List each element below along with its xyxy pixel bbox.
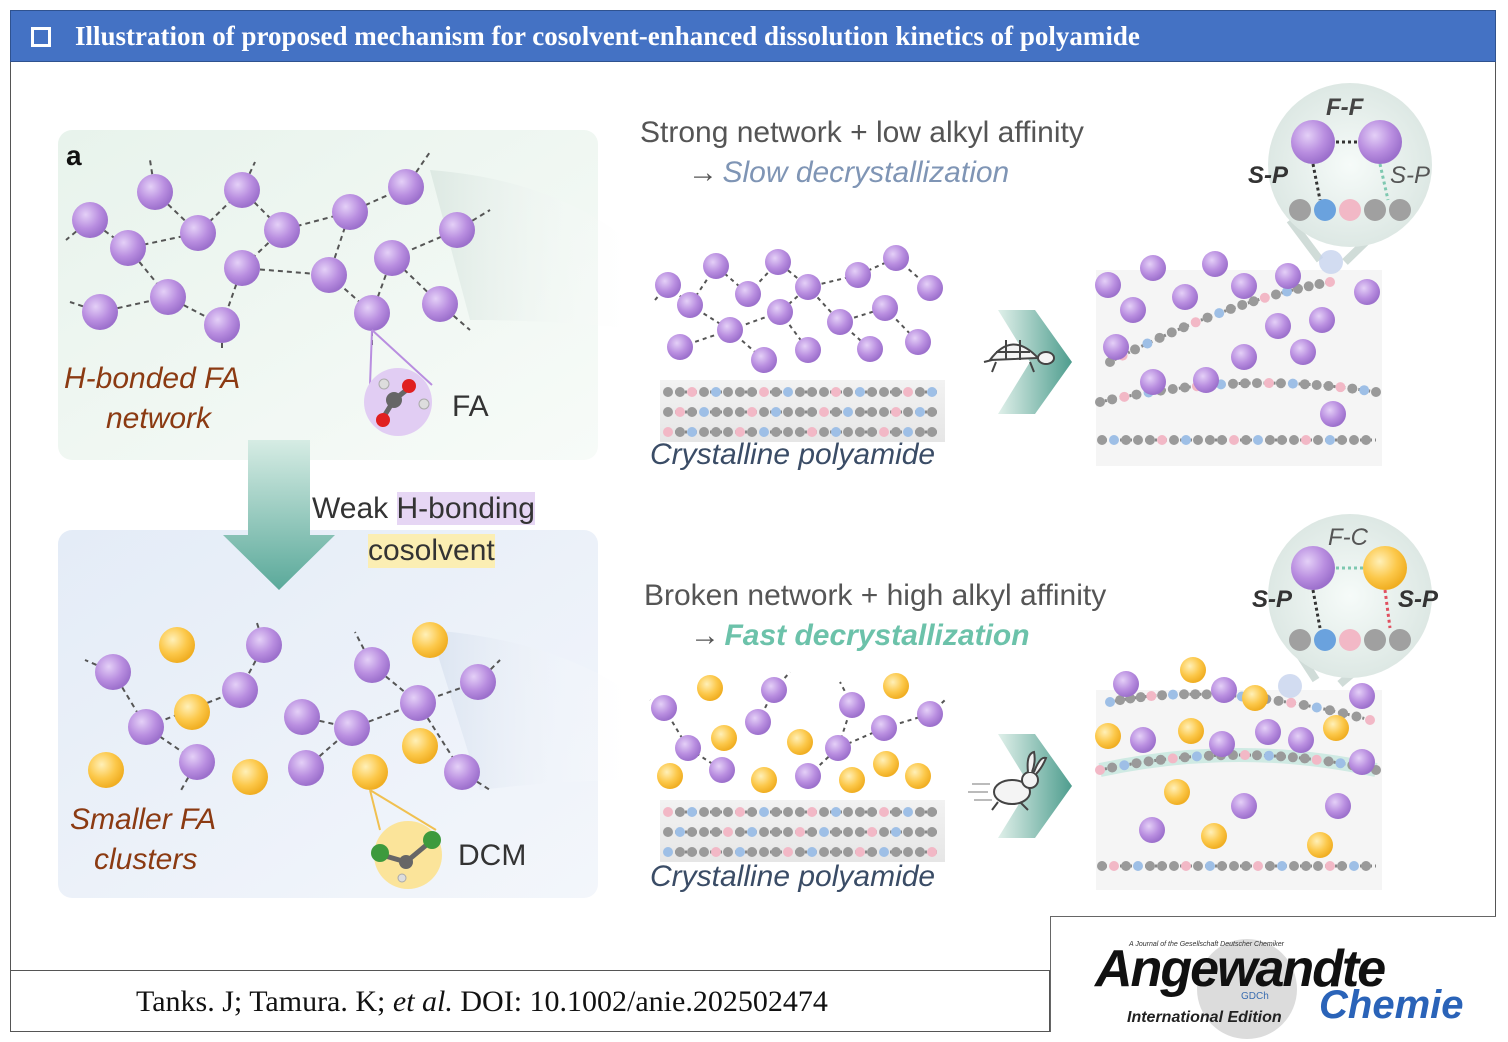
right-top-fa-molecules: [1095, 251, 1380, 427]
crystalline-label-bottom: Crystalline polyamide: [650, 860, 936, 893]
logo-seal: [1197, 939, 1297, 1039]
crystalline-label-top: Crystalline polyamide: [650, 438, 936, 471]
citation-doi: DOI: 10.1002/anie.202502474: [460, 985, 828, 1018]
inset-bottom-fc-label: F-C: [1328, 524, 1368, 551]
bottom-dcm-molecules: [88, 622, 448, 795]
top-fa-molecules: [72, 169, 475, 343]
inset-top-sp-left: S-P: [1248, 162, 1289, 189]
fa-label: FA: [452, 390, 489, 423]
bottom-network-label-line2: clusters: [94, 843, 198, 876]
logo-chemie: Chemie: [1319, 983, 1464, 1027]
top-heading: Strong network + low alkyl affinity: [640, 116, 1084, 149]
logo-journal-note: A Journal of the Gesellschaft Deutscher …: [1129, 941, 1284, 948]
inset-top-content: [1289, 120, 1411, 221]
title-bar: Illustration of proposed mechanism for c…: [10, 10, 1496, 62]
top-network-label-line1: H-bonded FA: [64, 362, 241, 395]
inset-bottom-content: [1289, 546, 1411, 651]
crystal-chains-bottom: [665, 810, 940, 854]
crystal-chains-top: [665, 390, 940, 434]
bottom-heading: Broken network + high alkyl affinity: [644, 579, 1107, 612]
right-top-chain-beads: [1095, 277, 1381, 445]
logo-edition: International Edition: [1127, 1009, 1282, 1026]
bottom-arrow: →: [690, 619, 720, 652]
inset-bottom-sp-right: S-P: [1398, 586, 1439, 613]
bottom-network-label-line1: Smaller FA: [70, 803, 217, 836]
cosolvent-word-weak: Weak: [312, 492, 389, 525]
right-bottom-dcm-molecules: [1095, 657, 1349, 858]
fa-structure-icon: [376, 378, 430, 427]
citation-box: Tanks. J; Tamura. K; et al. DOI: 10.1002…: [10, 970, 1050, 1032]
logo-name: Angewandte: [1095, 940, 1386, 998]
crystal-beads-bottom: [663, 807, 937, 857]
bottom-fa-molecules: [95, 627, 496, 790]
inset-top-ff-label: F-F: [1326, 94, 1364, 121]
dcm-label: DCM: [458, 839, 527, 872]
page-title: Illustration of proposed mechanism for c…: [75, 21, 1140, 51]
logo-gdch: GDCh: [1241, 991, 1269, 1002]
journal-logo: A Journal of the Gesellschaft Deutscher …: [1050, 916, 1496, 1039]
citation: Tanks. J; Tamura. K; et al. DOI: 10.1002…: [136, 985, 828, 1019]
cosolvent-word-hbonding: H-bonding: [396, 492, 535, 525]
bottom-result: Fast decrystallization: [724, 619, 1030, 652]
mid-bottom-fa-molecules: [651, 677, 943, 789]
citation-etal: et al.: [392, 985, 453, 1018]
top-network-label-line2: network: [106, 402, 212, 435]
panel-label: a: [66, 140, 82, 171]
right-bottom-fa-molecules: [1113, 671, 1375, 843]
citation-authors: Tanks. J; Tamura. K;: [136, 985, 386, 1018]
checkbox-icon: [31, 27, 51, 47]
dcm-structure-icon: [371, 831, 441, 883]
right-arrow-top: [998, 310, 1072, 414]
turtle-icon: [983, 340, 1055, 373]
top-result: Slow decrystallization: [722, 156, 1010, 189]
rabbit-icon: [968, 750, 1048, 811]
crystal-beads-top: [663, 387, 937, 437]
top-arrow: →: [688, 156, 718, 189]
inset-bottom-sp-left: S-P: [1252, 586, 1293, 613]
mid-bottom-dcm-molecules: [657, 673, 931, 793]
mid-top-fa-molecules: [655, 245, 943, 373]
bottom-network-panel: [58, 530, 598, 898]
inset-top-sp-right: S-P: [1390, 162, 1431, 189]
top-zoom-funnel: [430, 170, 640, 330]
down-arrow: [223, 440, 335, 590]
cosolvent-word-cosolvent: cosolvent: [368, 534, 495, 568]
